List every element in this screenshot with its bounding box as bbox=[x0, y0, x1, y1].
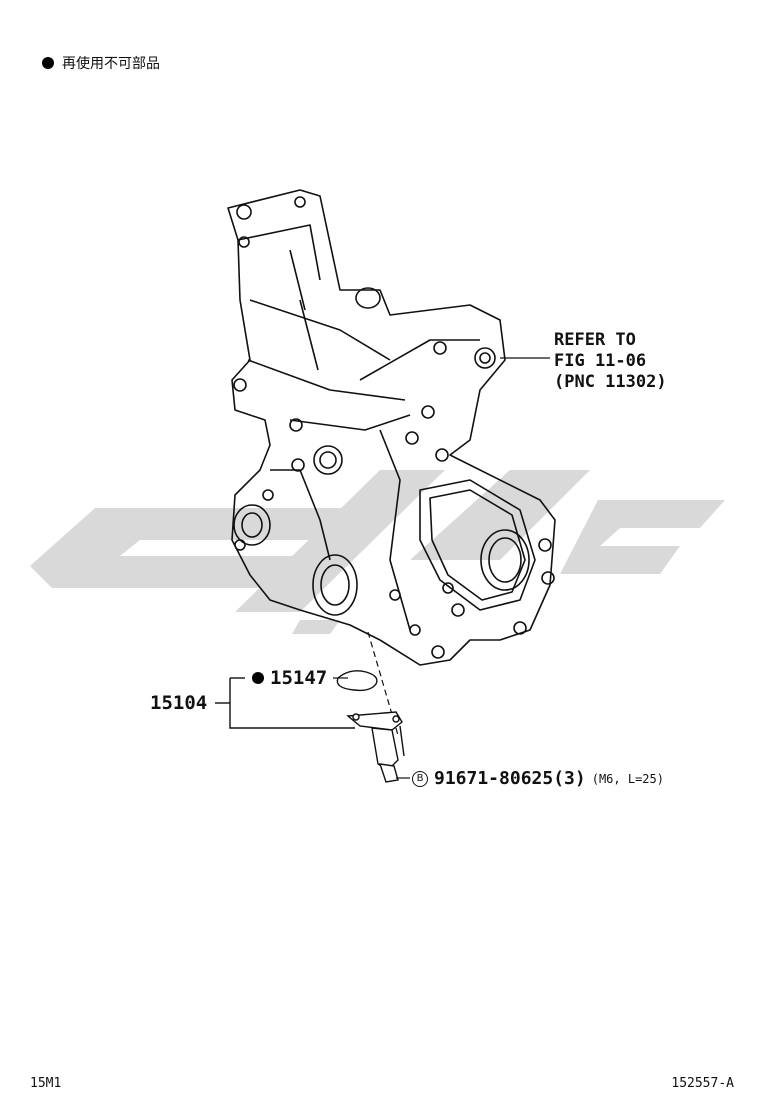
timing-cover bbox=[227, 189, 556, 666]
refer-line-3: (PNC 11302) bbox=[554, 372, 667, 392]
circled-b-icon: B bbox=[412, 770, 428, 787]
gasket-part-number: 15147 bbox=[270, 667, 328, 689]
assembly-part-number: 15104 bbox=[150, 692, 208, 714]
reuse-prohibited-dot-icon bbox=[42, 57, 54, 69]
refer-line-2: FIG 11-06 bbox=[554, 351, 647, 371]
legend-text: 再使用不可部品 bbox=[62, 56, 160, 72]
illustration-number: 152557-A bbox=[671, 1076, 734, 1091]
bolt-spec: (M6, L=25) bbox=[591, 771, 664, 786]
assembly-bracket bbox=[215, 677, 355, 729]
watermark-logo bbox=[30, 470, 725, 634]
footer-code: 15M1 bbox=[30, 1076, 62, 1091]
gasket-15147-drawing bbox=[336, 670, 378, 692]
bolt-part-number: 91671-80625(3) bbox=[434, 768, 586, 789]
install-dashed-line bbox=[367, 631, 399, 736]
refer-line-1: REFER TO bbox=[554, 330, 636, 350]
refer-to-label: REFER TO FIG 11-06 (PNC 11302) bbox=[554, 330, 667, 393]
legend: 再使用不可部品 bbox=[42, 53, 160, 73]
sensor-15104-drawing bbox=[346, 711, 405, 783]
bolt-label: B 91671-80625(3) (M6, L=25) bbox=[412, 768, 664, 789]
gasket-label: 15147 bbox=[252, 667, 327, 689]
reuse-prohibited-dot-icon bbox=[252, 672, 264, 684]
